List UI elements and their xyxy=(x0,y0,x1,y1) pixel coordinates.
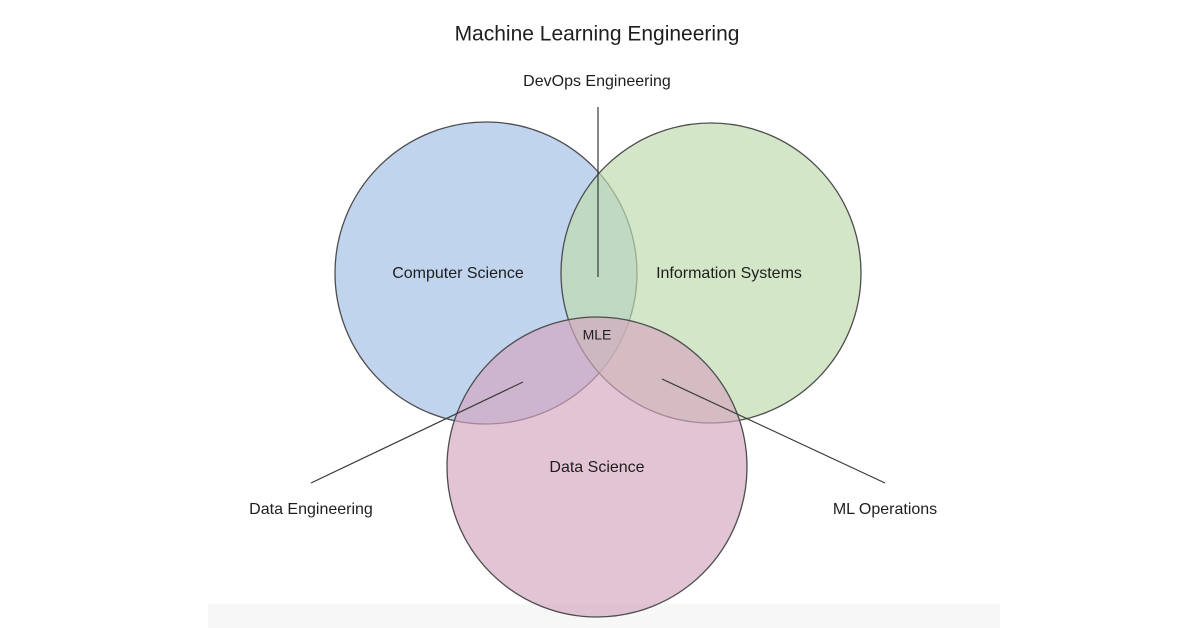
diagram-title: Machine Learning Engineering xyxy=(455,23,740,46)
ml-operations-label: ML Operations xyxy=(833,501,937,518)
computer-science-label: Computer Science xyxy=(392,265,524,282)
information-systems-label: Information Systems xyxy=(656,265,802,282)
data-engineering-leader-line xyxy=(310,381,524,484)
devops-engineering-label: DevOps Engineering xyxy=(523,73,671,90)
mle-center-label: MLE xyxy=(583,327,612,343)
circle-data-science xyxy=(446,316,748,618)
ml-operations-leader-line xyxy=(661,378,886,484)
data-engineering-label: Data Engineering xyxy=(249,501,373,518)
data-science-label: Data Science xyxy=(549,459,644,476)
